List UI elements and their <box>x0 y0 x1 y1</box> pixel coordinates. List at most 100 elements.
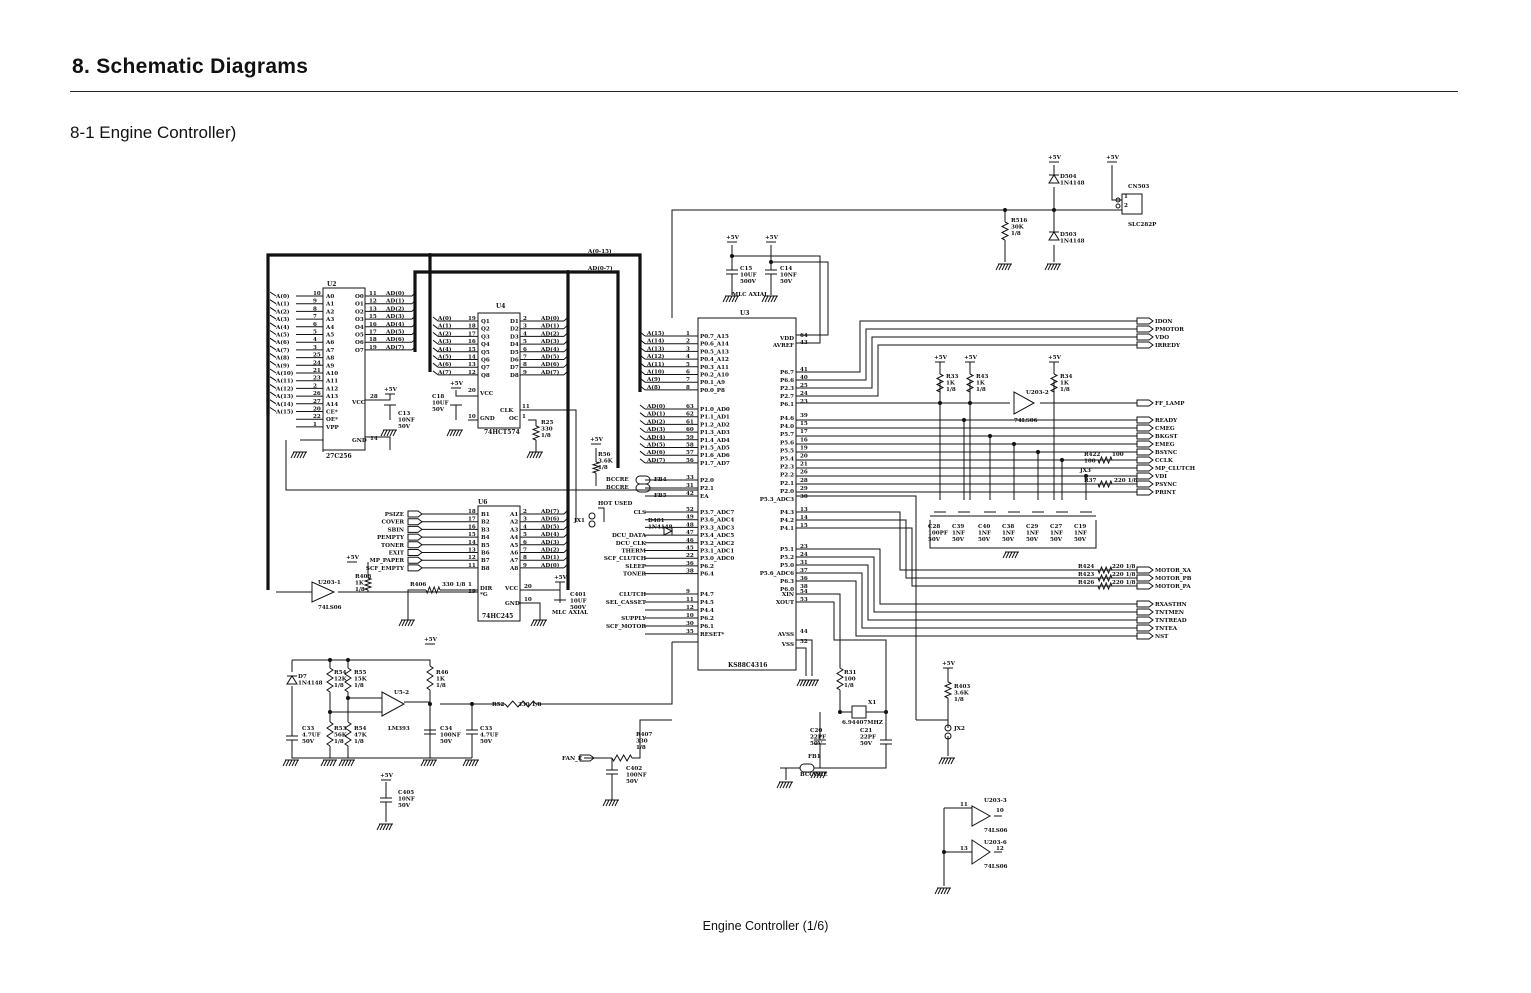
power-label: +5V <box>554 575 568 581</box>
u3-pin-number: 14 <box>800 515 808 521</box>
connector-label: TNTEA <box>1155 626 1178 632</box>
u6-pin-number: 14 <box>468 540 476 546</box>
c14-label: 10NF <box>780 273 797 279</box>
u3-pin-name: P5.0 <box>780 563 794 569</box>
u2-pin-name: A0 <box>325 294 334 300</box>
labels: A(0-15) AD(0-7) U2 27C256 VCC GND 28 14 … <box>318 248 1049 870</box>
bus-tap <box>411 322 417 328</box>
u4-net-label: AD(2) <box>540 330 560 337</box>
r424-symbol <box>1097 565 1113 575</box>
u3-pin-name: P1.7_AD7 <box>700 461 730 467</box>
cap-label: 1NF <box>978 531 991 537</box>
u4-oc: OC <box>509 416 519 422</box>
u3-net-label: AD(6) <box>646 449 666 456</box>
u2-pin-number: 6 <box>313 322 317 328</box>
u6-pin-name: A6 <box>509 551 518 557</box>
r403-label: R403 <box>954 684 970 690</box>
u4-gnd-pin: 10 <box>468 414 476 420</box>
u3-pin-number: 61 <box>686 419 694 425</box>
u6-pin-number: 17 <box>468 517 476 523</box>
ground-hatch <box>722 295 727 303</box>
u3-pin-number: 13 <box>800 507 808 513</box>
u2-pin-number: 16 <box>369 322 377 328</box>
c14-label: 50V <box>780 279 793 285</box>
ground-hatch <box>943 887 948 895</box>
bus-tap <box>639 370 646 375</box>
ground-hatch <box>940 887 945 895</box>
c18-label: C18 <box>432 394 444 400</box>
ground-hatch <box>385 823 390 831</box>
u6-box <box>477 505 521 622</box>
ground-hatch <box>811 679 816 687</box>
u203-3-ref: U203-3 <box>984 798 1007 804</box>
c33b-label: 50V <box>480 739 493 745</box>
u3-pin-number: 29 <box>800 486 808 492</box>
ground-hatch <box>474 759 479 767</box>
u3-pin-number: 7 <box>686 377 690 383</box>
r406-label: R406 <box>410 582 426 588</box>
ground-hatch <box>1005 551 1010 559</box>
bccre-label: BCCRE <box>606 477 629 483</box>
u2-net-label: AD(6) <box>385 336 405 343</box>
u2-net-label: A(8) <box>275 355 290 362</box>
bus-tap <box>563 555 569 561</box>
u4-net-label: AD(7) <box>540 369 560 376</box>
u2-pin-number: 18 <box>369 337 377 343</box>
junction-dot <box>962 418 966 422</box>
u2-pin-name: O2 <box>355 309 364 315</box>
r53-symbol <box>326 721 334 747</box>
u3-pin-name: P3.7_ADC7 <box>700 510 734 516</box>
u2-pin-number: 19 <box>369 345 377 351</box>
bus-tap <box>639 435 646 441</box>
bus-tap <box>639 377 646 383</box>
u4-clk-pin: 11 <box>522 404 530 410</box>
u6-pin-name: B4 <box>481 535 490 541</box>
u6-net-label: MP_PAPER <box>370 558 405 564</box>
u3-pin-name: P6.2 <box>700 564 714 570</box>
ground-hatch <box>734 295 739 303</box>
ground-hatch <box>788 781 793 789</box>
jx2-label: JX2 <box>953 726 965 732</box>
u4-pin-name: D3 <box>510 334 519 340</box>
u203-1-part: 74LS06 <box>318 605 342 611</box>
bus-tap <box>411 337 417 343</box>
r56-symbol <box>591 461 601 474</box>
r54b-label: R54 <box>354 726 367 732</box>
u6-pin-number: 3 <box>523 517 527 523</box>
connector-label: NST <box>1155 634 1169 640</box>
u3-pin-number: 39 <box>800 413 808 419</box>
u3-pin-name: P0.1_A9 <box>700 380 725 386</box>
junction-dot <box>1060 458 1064 462</box>
ground-hatch <box>1007 263 1012 271</box>
motor-connector-label-flag <box>1136 566 1154 574</box>
u3-pin-name: P6.3 <box>780 579 794 585</box>
u3-pin-number: 41 <box>800 367 808 373</box>
ground-hatch <box>1056 263 1061 271</box>
u3-pin-number: 16 <box>800 437 808 443</box>
u3-pin-name: P1.6_AD6 <box>700 453 730 459</box>
connector-label-flag <box>1136 600 1154 608</box>
u3-pin-name: P0.7_A15 <box>700 334 729 340</box>
ground-hatch <box>386 429 391 437</box>
u3-pin-number: 57 <box>686 450 694 456</box>
connector-label-flag <box>1136 616 1154 624</box>
u2-net-label: AD(7) <box>385 344 405 351</box>
ground-hatch <box>426 759 431 767</box>
u3-pin-name: P3.0_ADC0 <box>700 556 734 562</box>
u2-pin-name: OE* <box>326 417 338 423</box>
u4-pin-name: D5 <box>510 350 519 356</box>
u4-pin-number: 13 <box>468 362 476 368</box>
u3-pin-name: P5.6 <box>780 440 794 446</box>
data-bus-label: AD(0-7) <box>587 265 613 272</box>
motor-resistor-label: R426 <box>1078 580 1094 586</box>
u4-net-label: A(1) <box>437 323 452 330</box>
u2-pin-number: 22 <box>313 414 321 420</box>
ground-hatch <box>299 451 304 459</box>
c33-label: 50V <box>302 739 315 745</box>
d504-symbol <box>1048 174 1060 184</box>
r56-label: 3.6K <box>598 459 614 465</box>
u6-port-flag <box>407 541 423 549</box>
ground-hatch <box>320 759 325 767</box>
bus-tap <box>269 353 277 359</box>
connector-label: MP_CLUTCH <box>1155 466 1196 472</box>
